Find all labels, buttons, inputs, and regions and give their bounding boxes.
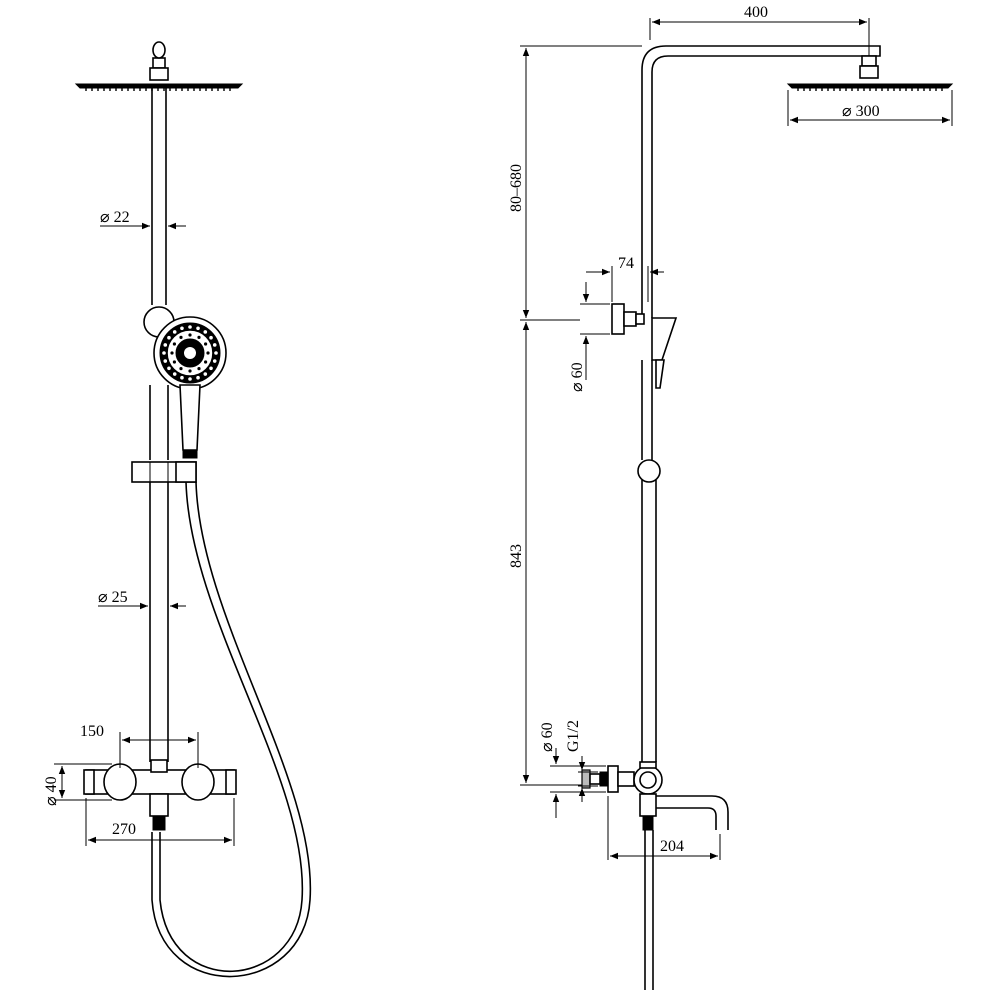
overhead-shower-front — [74, 41, 244, 91]
spray-nozzle-dot — [172, 330, 177, 334]
spray-nozzle-dot — [203, 360, 208, 364]
riser-arm-side — [637, 45, 881, 762]
spray-nozzle-dot — [188, 333, 192, 337]
label-843: 843 — [508, 544, 525, 568]
dim-diameter-300: ⌀ 300 — [787, 90, 953, 126]
hand-shower-front — [143, 306, 227, 459]
label-diameter-25: ⌀ 25 — [98, 589, 128, 606]
front-view: ⌀ 22 ⌀ 25 150 ⌀ 40 270 — [43, 41, 312, 978]
spray-nozzle-dot — [196, 375, 200, 380]
dim-diameter-60-bracket: ⌀ 60 — [569, 282, 610, 392]
spray-nozzle-dot — [172, 372, 177, 376]
spray-nozzle-dot — [197, 335, 201, 340]
dim-204: 204 — [607, 796, 721, 860]
spray-nozzle-dot — [203, 372, 208, 376]
riser-pipe-front — [149, 88, 169, 762]
spray-nozzle-dot — [203, 330, 208, 334]
label-80-680: 80–680 — [508, 164, 525, 212]
spray-nozzle-dot — [188, 369, 192, 373]
spray-nozzle-dot — [179, 335, 183, 340]
dim-g1-2: G1/2 — [565, 720, 598, 802]
label-diameter-22: ⌀ 22 — [100, 209, 130, 226]
dim-74: 74 — [586, 255, 664, 302]
spray-nozzle-dot — [172, 360, 177, 364]
dim-diameter-40: ⌀ 40 — [43, 763, 112, 806]
spray-nozzle-dot — [188, 325, 192, 329]
label-150: 150 — [80, 723, 104, 740]
dim-diameter-22: ⌀ 22 — [100, 209, 186, 230]
label-g1-2: G1/2 — [565, 720, 582, 752]
spray-nozzle-dot — [167, 366, 171, 371]
label-diameter-40: ⌀ 40 — [43, 776, 60, 806]
spray-nozzle-dot — [197, 366, 201, 371]
label-diameter-60-mixer: ⌀ 60 — [539, 722, 556, 752]
spray-nozzle-dot — [209, 366, 213, 371]
dim-400: 400 — [649, 4, 870, 56]
shower-hose-front — [151, 481, 312, 978]
dim-diameter-60-mixer: ⌀ 60 — [539, 722, 606, 818]
spray-nozzle-dot — [209, 335, 213, 340]
thermostatic-mixer-front — [83, 759, 237, 831]
label-diameter-300: ⌀ 300 — [842, 103, 880, 120]
slider-bracket-front — [131, 461, 197, 483]
side-view: 400 ⌀ 300 80–680 74 ⌀ — [508, 4, 954, 990]
dim-270: 270 — [85, 798, 235, 846]
spray-nozzle-dot — [167, 335, 171, 340]
spray-nozzle-dot — [170, 351, 174, 355]
spray-nozzle-dot — [180, 375, 184, 380]
spray-nozzle-dot — [163, 359, 168, 363]
label-270: 270 — [112, 821, 136, 838]
dim-diameter-25: ⌀ 25 — [98, 589, 186, 610]
spray-nozzle-dot — [206, 351, 210, 355]
spray-nozzle-dot — [188, 377, 192, 381]
overhead-shower-side — [786, 55, 954, 91]
spray-nozzle-dot — [212, 343, 217, 347]
spray-nozzle-dot — [172, 342, 177, 346]
bath-spout-side — [639, 793, 729, 990]
spray-nozzle-dot — [180, 326, 184, 331]
spray-nozzle-dot — [179, 366, 183, 371]
dim-843: 843 — [508, 319, 582, 786]
spray-nozzle-dot — [163, 343, 168, 347]
wall-bracket-side — [611, 303, 645, 335]
spray-nozzle-dot — [196, 326, 200, 331]
spray-nozzle-dot — [212, 359, 217, 363]
spray-nozzle-dot — [162, 351, 166, 355]
dim-80-680: 80–680 — [508, 45, 642, 318]
label-74: 74 — [618, 255, 634, 272]
hand-shower-side — [651, 317, 678, 389]
spray-nozzle-dot — [203, 342, 208, 346]
spray-nozzle-dot — [214, 351, 218, 355]
label-diameter-60-bracket: ⌀ 60 — [569, 362, 586, 392]
label-400: 400 — [744, 4, 768, 21]
mixer-side — [581, 761, 663, 795]
label-204: 204 — [660, 838, 684, 855]
dim-150: 150 — [80, 723, 199, 768]
